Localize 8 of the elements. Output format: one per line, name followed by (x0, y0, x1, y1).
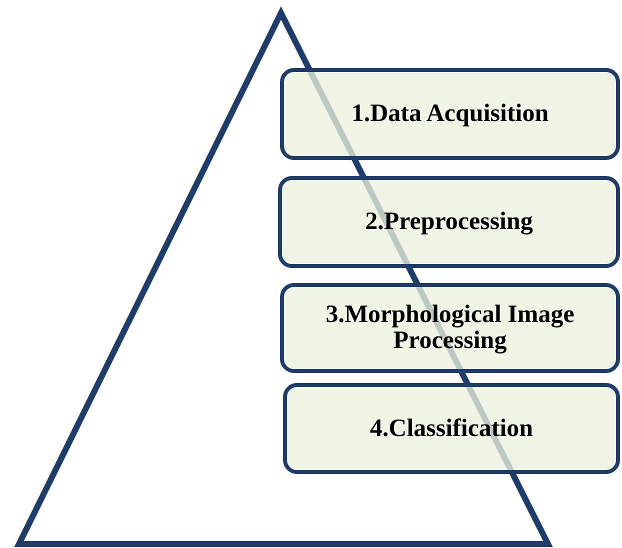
step-label: 2.Preprocessing (365, 209, 533, 235)
step-box (280, 68, 620, 160)
step-label: 4.Classification (370, 416, 534, 442)
step-label: 3.Morphological Image Processing (324, 302, 576, 354)
step-box (278, 176, 620, 268)
step-box (283, 383, 620, 474)
step-box (280, 283, 620, 373)
step-label: 1.Data Acquisition (351, 101, 549, 127)
